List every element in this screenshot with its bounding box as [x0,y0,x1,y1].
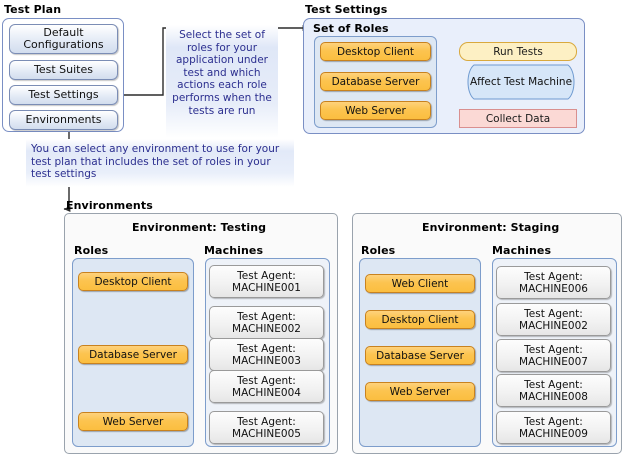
machine-box[interactable]: Test Agent: MACHINE004 [209,370,324,403]
ribbon-shape-icon [467,64,575,100]
machine-line1: Test Agent: [237,342,296,355]
test-plan-item-label: Test Settings [28,88,99,101]
machine-line2: MACHINE005 [232,427,301,440]
role-label: Database Server [376,349,464,362]
test-plan-item-test-settings[interactable]: Test Settings [9,85,118,105]
machine-line2: MACHINE008 [519,390,588,403]
machine-box[interactable]: Test Agent: MACHINE008 [496,374,611,407]
machine-box[interactable]: Test Agent: MACHINE006 [496,266,611,299]
machine-line1: Test Agent: [237,269,296,282]
role-label: Web Client [391,277,449,290]
role-label: Web Server [389,385,451,398]
machine-line1: Test Agent: [524,343,583,356]
role-label: Database Server [89,348,177,361]
callout-roles-note: Select the set of roles for your applica… [166,25,278,138]
action-label: Collect Data [485,112,551,125]
env-role-desktop-client[interactable]: Desktop Client [78,272,188,291]
test-plan-item-environments[interactable]: Environments [9,110,118,130]
role-label: Web Server [102,415,164,428]
machine-line1: Test Agent: [237,310,296,323]
role-desktop-client[interactable]: Desktop Client [320,42,431,61]
machine-line1: Test Agent: [237,415,296,428]
test-plan-item-label: Environments [25,113,102,126]
machine-box[interactable]: Test Agent: MACHINE001 [209,265,324,298]
section-title-environments: Environments [66,199,153,212]
machine-line1: Test Agent: [524,270,583,283]
roles-header-staging: Roles [361,244,396,257]
env-role-web-client[interactable]: Web Client [365,274,475,293]
machine-line2: MACHINE001 [232,281,301,294]
machine-line2: MACHINE004 [232,386,301,399]
env-role-web-server[interactable]: Web Server [365,382,475,401]
role-database-server[interactable]: Database Server [320,72,431,91]
role-label: Desktop Client [336,45,415,58]
action-collect-data[interactable]: Collect Data [459,109,577,128]
section-title-test-plan: Test Plan [4,3,62,16]
role-label: Desktop Client [381,313,459,326]
machine-line2: MACHINE003 [232,354,301,367]
env-role-database-server[interactable]: Database Server [365,346,475,365]
machine-line2: MACHINE007 [519,355,588,368]
env-role-desktop-client[interactable]: Desktop Client [365,310,475,329]
machine-line1: Test Agent: [237,374,296,387]
test-plan-item-label: Default Configurations [23,26,104,51]
environment-title-testing: Environment: Testing [132,221,267,234]
section-title-test-settings: Test Settings [305,3,388,16]
machine-line2: MACHINE009 [519,427,588,440]
machines-header-testing: Machines [204,244,264,257]
machine-box[interactable]: Test Agent: MACHINE002 [496,303,611,336]
role-label: Database Server [331,75,420,88]
machines-header-staging: Machines [492,244,552,257]
machine-line1: Test Agent: [524,415,583,428]
environment-title-staging: Environment: Staging [422,221,560,234]
env-role-web-server[interactable]: Web Server [78,412,188,431]
env-role-database-server[interactable]: Database Server [78,345,188,364]
machine-box[interactable]: Test Agent: MACHINE009 [496,411,611,444]
machine-box[interactable]: Test Agent: MACHINE005 [209,411,324,444]
role-label: Web Server [345,104,406,117]
test-plan-item-default-configurations[interactable]: Default Configurations [9,24,118,54]
test-plan-item-test-suites[interactable]: Test Suites [9,60,118,80]
set-of-roles-label: Set of Roles [313,22,389,35]
action-label: Run Tests [493,45,543,58]
machine-box[interactable]: Test Agent: MACHINE003 [209,338,324,371]
role-web-server[interactable]: Web Server [320,101,431,120]
machine-box[interactable]: Test Agent: MACHINE002 [209,306,324,339]
machine-box[interactable]: Test Agent: MACHINE007 [496,339,611,372]
roles-header-testing: Roles [74,244,109,257]
machine-line1: Test Agent: [524,307,583,320]
test-plan-item-label: Test Suites [34,63,93,76]
action-affect-test-machine[interactable]: Affect Test Machine [462,64,580,100]
machine-line2: MACHINE002 [519,319,588,332]
role-label: Desktop Client [94,275,172,288]
callout-environment-note: You can select any environment to use fo… [26,139,294,187]
machine-line2: MACHINE002 [232,322,301,335]
machine-line1: Test Agent: [524,378,583,391]
machine-line2: MACHINE006 [519,282,588,295]
action-run-tests[interactable]: Run Tests [459,42,577,61]
